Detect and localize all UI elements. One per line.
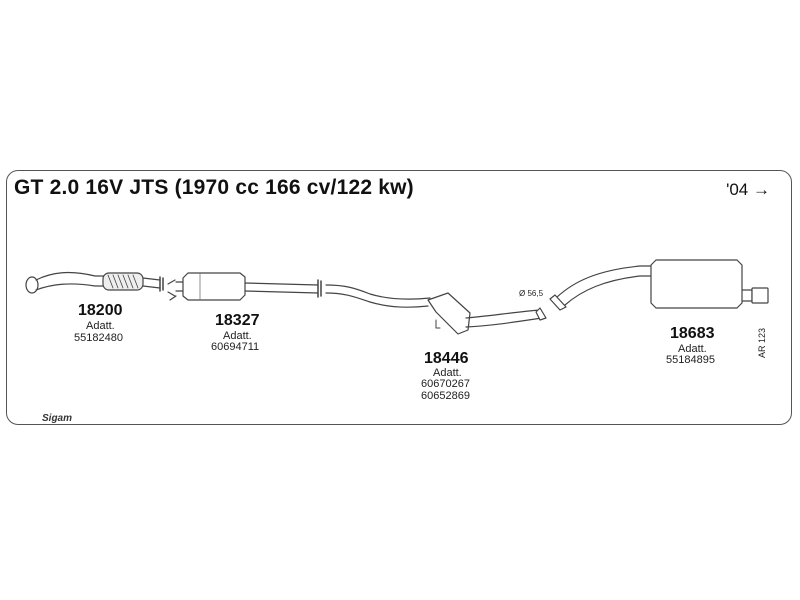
adapt-label: Adatt. [433,367,462,379]
oem-code: 55182480 [74,332,123,344]
intermediate-silencer-part [167,272,322,301]
adapt-label: Adatt. [223,330,252,342]
vehicle-title: GT 2.0 16V JTS (1970 cc 166 cv/122 kw) [14,176,414,199]
sheet-code: AR 123 [757,327,767,358]
pipe-diameter-label: Ø 56,5 [519,289,544,298]
part-number-18446[interactable]: 18446 [424,350,469,367]
oem-code: 60694711 [211,341,260,353]
model-year-label: '04 [726,180,749,199]
oem-code: 60652869 [421,390,470,402]
front-pipe-part [25,271,164,294]
part-number-18200[interactable]: 18200 [78,302,123,319]
brand-logo: Sigam [42,413,73,424]
diagram-frame [6,170,792,425]
oem-code: 60670267 [421,378,470,390]
model-year: '04 → [726,180,770,200]
center-silencer-part [325,284,547,335]
rear-silencer-part [549,259,769,311]
adapt-label: Adatt. [86,320,115,332]
part-number-18327[interactable]: 18327 [215,312,260,329]
oem-code: 55184895 [666,354,715,366]
adapt-label: Adatt. [678,343,707,355]
part-number-18683[interactable]: 18683 [670,325,715,342]
arrow-right-icon: → [753,180,770,199]
